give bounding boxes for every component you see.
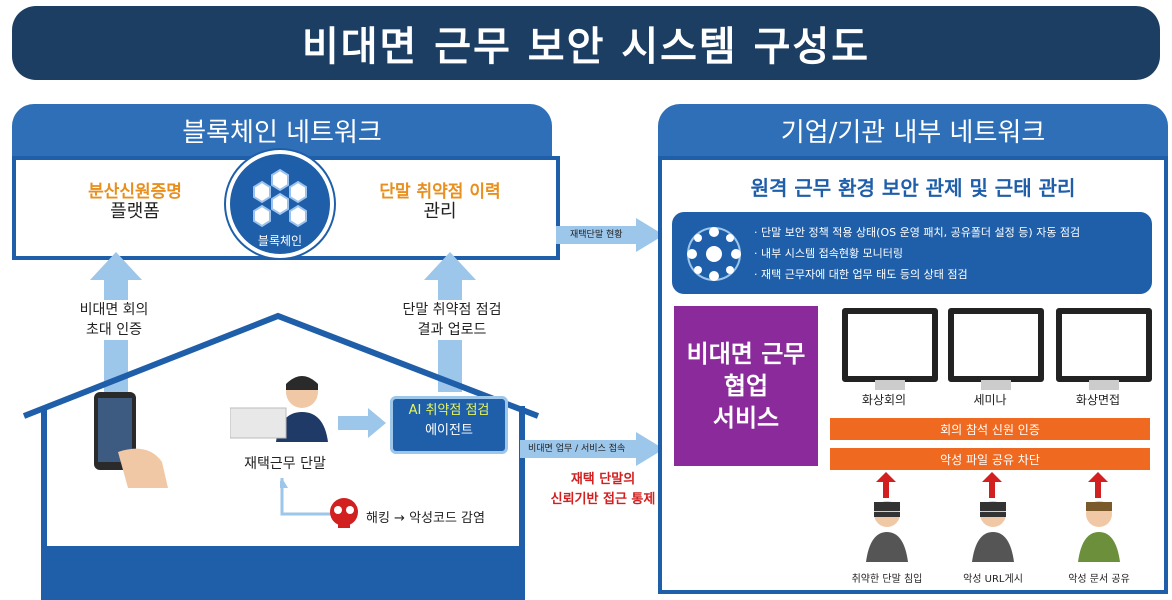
left-panel-header: 블록체인 네트워크 bbox=[12, 104, 552, 156]
trust-access-control-label: 재택 단말의 신뢰기반 접근 통제 bbox=[550, 472, 656, 507]
monitor-stand bbox=[981, 380, 1011, 390]
vuln-upload-label: 단말 취약점 점검 결과 업로드 bbox=[392, 300, 512, 340]
bullet-item: · 재택 근무자에 대한 업무 태도 등의 상태 점검 bbox=[754, 268, 968, 281]
monitor-icon bbox=[948, 308, 1044, 382]
arrow-access-to-corp bbox=[520, 432, 664, 466]
monitor-stand bbox=[875, 380, 905, 390]
monitor-icon bbox=[1056, 308, 1152, 382]
blockchain-label: 블록체인 bbox=[257, 234, 303, 248]
page-title: 비대면 근무 보안 시스템 구성도 bbox=[301, 24, 871, 70]
meeting-invite-auth-label: 비대면 회의 초대 인증 bbox=[64, 300, 164, 340]
video-interview-label: 화상면접 bbox=[1075, 393, 1121, 407]
home-outline bbox=[22, 312, 540, 600]
arrow-status-to-corp bbox=[556, 218, 664, 252]
red-up-arrow bbox=[982, 472, 1002, 498]
bullet-item: · 단말 보안 정책 적용 상태(OS 운영 패치, 공유폴더 설정 등) 자동… bbox=[754, 226, 1081, 239]
arrow-access-label: 비대면 업무 / 서비스 접속 bbox=[528, 444, 626, 454]
skull-icon bbox=[330, 498, 358, 528]
smartphone-icon bbox=[94, 392, 168, 488]
network-hub-icon bbox=[687, 227, 741, 281]
arrow-status-label: 재택단말 현황 bbox=[570, 230, 623, 240]
remote-terminal-label: 재택근무 단말 bbox=[244, 456, 326, 472]
left-panel-title: 블록체인 네트워크 bbox=[182, 117, 382, 148]
ai-vuln-agent: AI 취약점 점검 에이전트 bbox=[390, 396, 508, 454]
hacker-icon bbox=[866, 501, 908, 562]
identity-auth-bar: 회의 참석 신원 인증 bbox=[830, 418, 1150, 440]
vuln-history-label: 단말 취약점 이력 관리 bbox=[379, 182, 501, 222]
monitoring-box: · 단말 보안 정책 적용 상태(OS 운영 패치, 공유폴더 설정 등) 자동… bbox=[672, 212, 1152, 294]
red-up-arrow bbox=[876, 472, 896, 498]
return-arrow bbox=[280, 478, 336, 516]
malware-infection-text: 해킹 → 악성코드 감염 bbox=[366, 511, 485, 526]
blockchain-node: 블록체인 bbox=[226, 150, 334, 258]
title-banner: 비대면 근무 보안 시스템 구성도 bbox=[12, 6, 1160, 80]
monitoring-subtitle: 원격 근무 환경 보안 관제 및 근태 관리 bbox=[750, 176, 1076, 200]
right-panel-title: 기업/기관 내부 네트워크 bbox=[780, 117, 1046, 148]
did-platform-label: 분산신원증명 플랫폼 bbox=[88, 182, 182, 222]
monitoring-bullets: · 단말 보안 정책 적용 상태(OS 운영 패치, 공유폴더 설정 등) 자동… bbox=[754, 222, 1080, 285]
monitor-stand bbox=[1089, 380, 1119, 390]
seminar-label: 세미나 bbox=[973, 393, 1007, 407]
monitor-icon bbox=[842, 308, 938, 382]
hexagon-network-icon bbox=[253, 168, 307, 228]
remote-worker-icon bbox=[230, 376, 328, 442]
hacker-icon bbox=[972, 501, 1014, 562]
hacker-label-intrusion: 취약한 단말 침입 bbox=[851, 574, 923, 585]
malware-block-bar: 악성 파일 공유 차단 bbox=[830, 448, 1150, 470]
right-panel-header: 기업/기관 내부 네트워크 bbox=[658, 104, 1168, 156]
collab-service-box: 비대면 근무 협업 서비스 bbox=[674, 306, 818, 466]
hacker-label-url: 악성 URL게시 bbox=[963, 574, 1023, 585]
red-up-arrow bbox=[1088, 472, 1108, 498]
video-meeting-label: 화상회의 bbox=[861, 393, 907, 407]
bullet-item: · 내부 시스템 접속현황 모니터링 bbox=[754, 247, 904, 260]
hacker-label-document: 악성 문서 공유 bbox=[1068, 574, 1130, 585]
hacker-icon bbox=[1078, 501, 1120, 562]
arrow-to-agent bbox=[338, 408, 386, 438]
